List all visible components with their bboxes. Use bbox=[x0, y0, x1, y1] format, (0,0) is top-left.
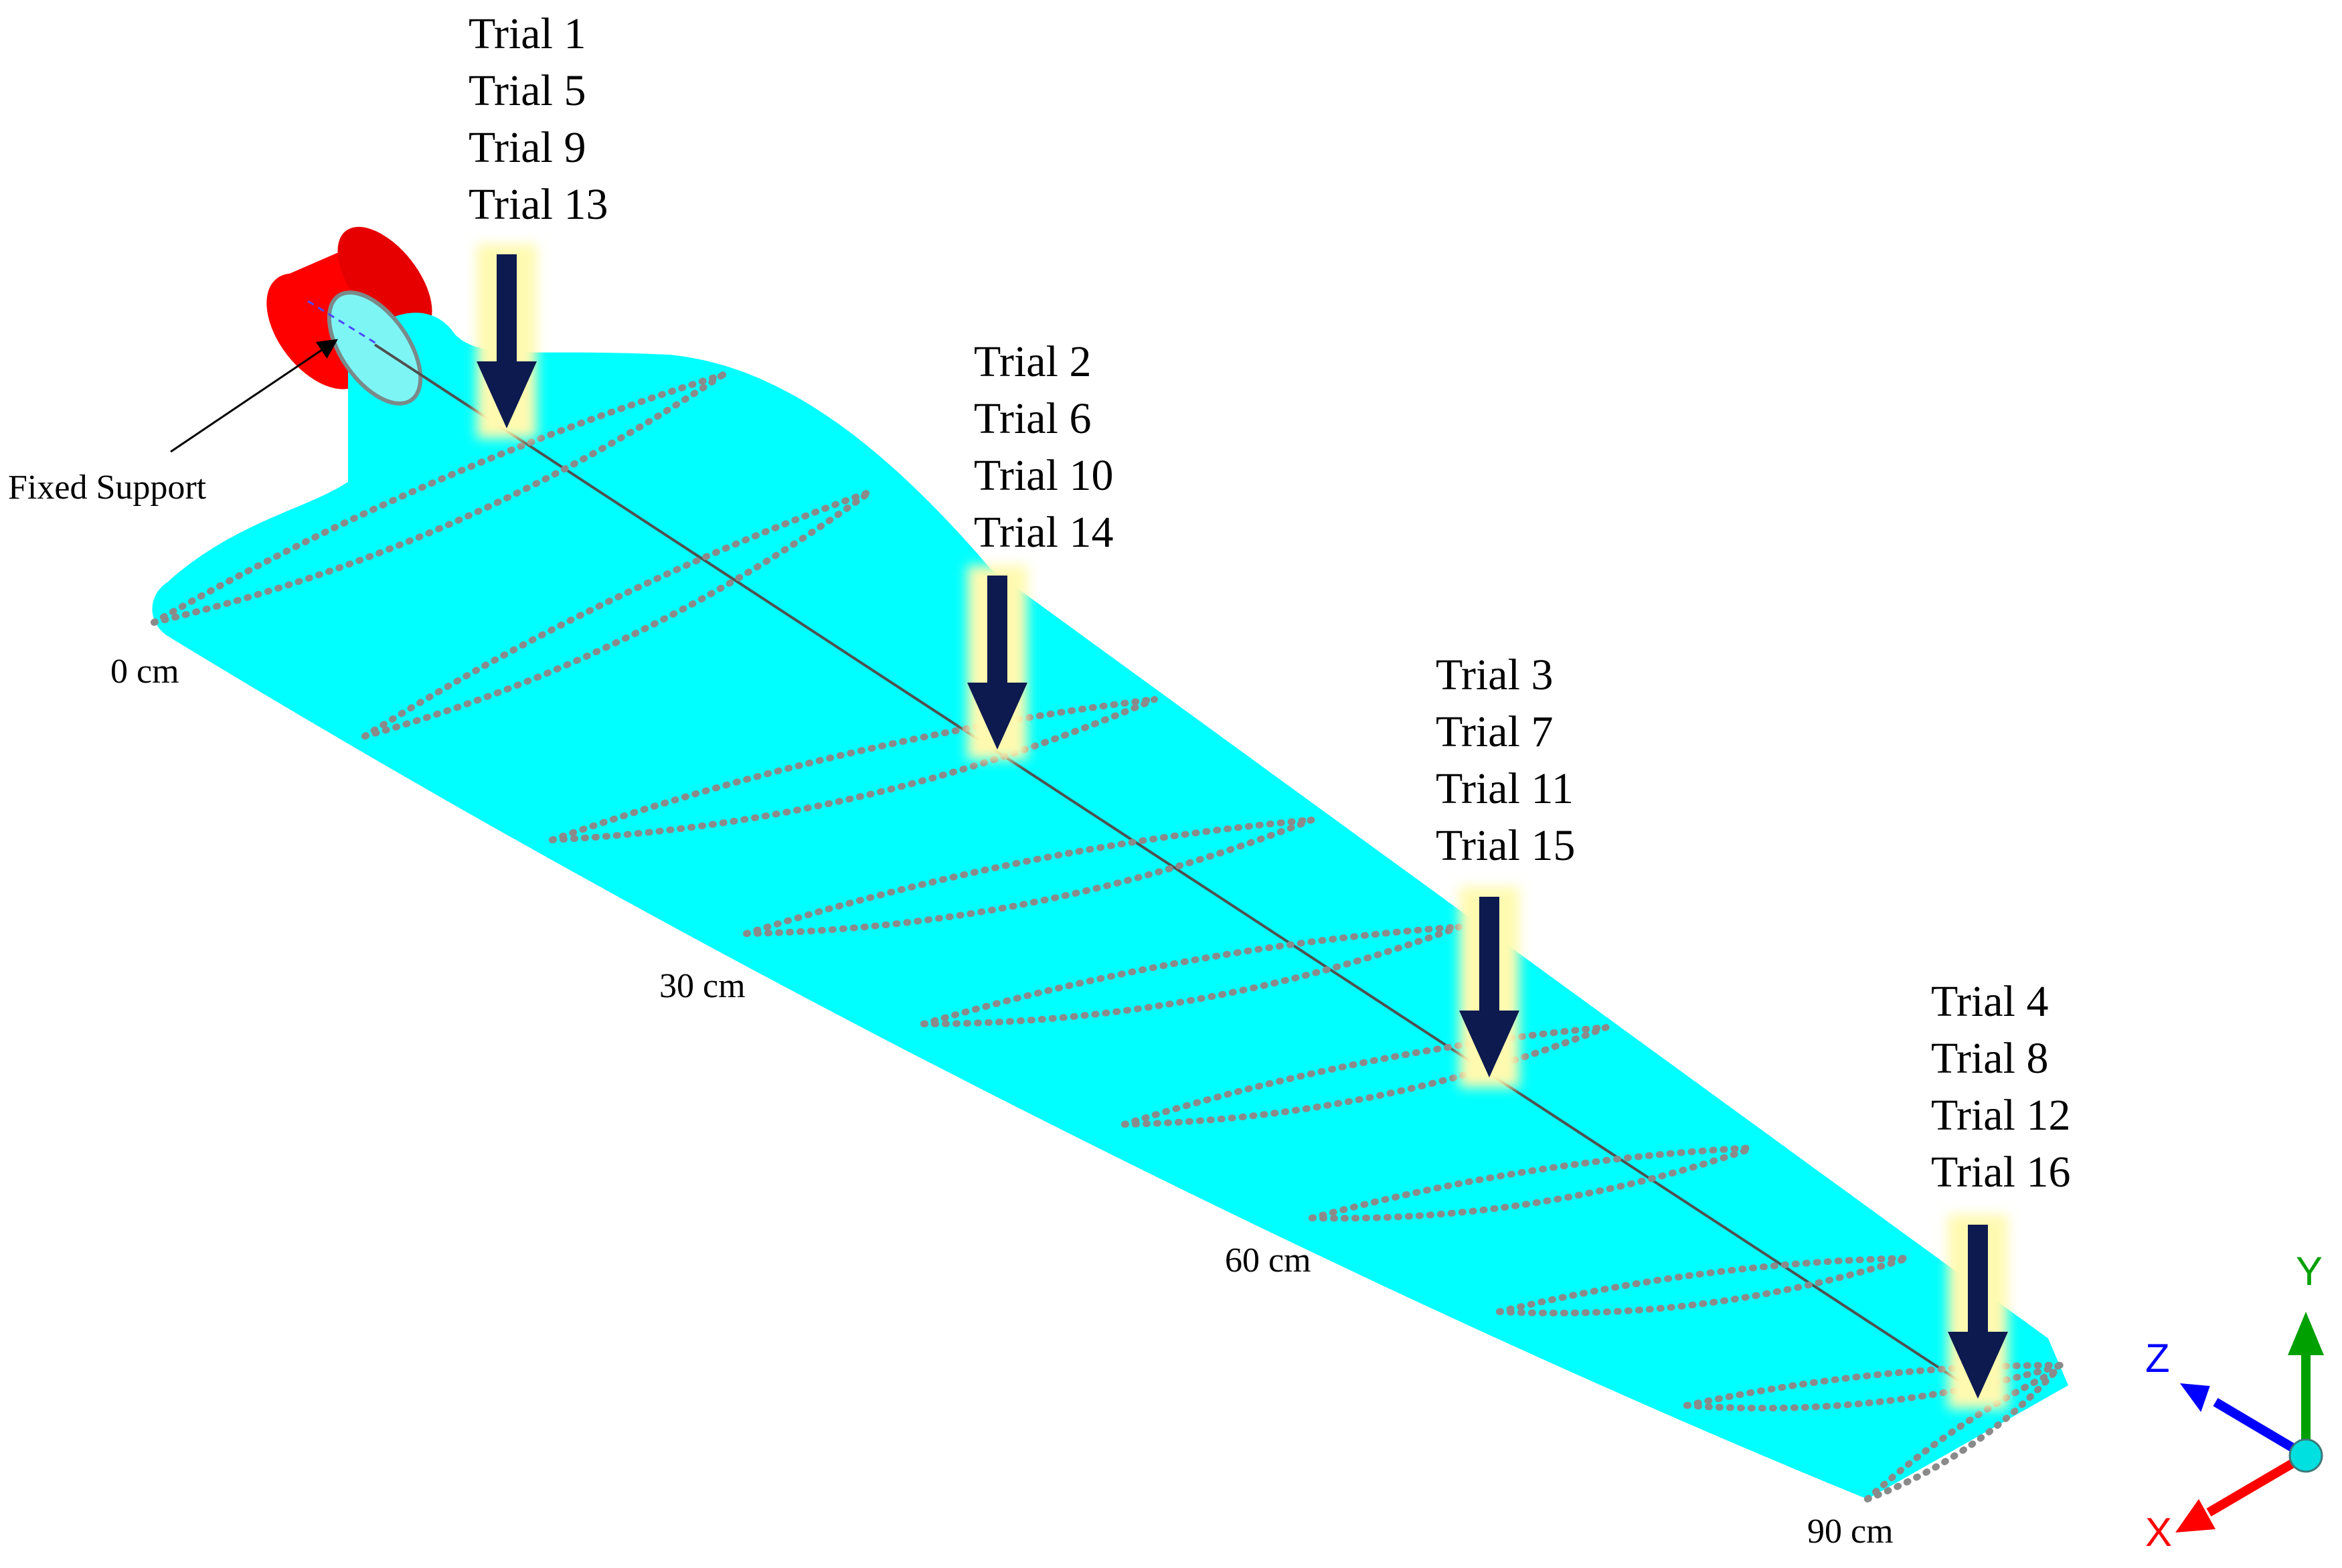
load-group-3-labels: Trial 3 Trial 7 Trial 11 Trial 15 bbox=[1436, 650, 1575, 870]
axis-x-label: X bbox=[2145, 1510, 2172, 1555]
load-arrow-shaft bbox=[1968, 1225, 1988, 1335]
load-group-1-labels: Trial 1 Trial 5 Trial 9 Trial 13 bbox=[469, 9, 608, 229]
section-curve-lower bbox=[1864, 1369, 2058, 1502]
section-curve-lower bbox=[151, 371, 726, 626]
load-arrow-head bbox=[1948, 1332, 2008, 1399]
load-arrow-shaft bbox=[987, 576, 1007, 686]
trial-label: Trial 6 bbox=[974, 394, 1091, 443]
trial-label: Trial 1 bbox=[469, 9, 586, 58]
distance-label-30: 30 cm bbox=[659, 967, 746, 1005]
section-curve-upper bbox=[1864, 1369, 2058, 1502]
load-arrows bbox=[477, 244, 2008, 1409]
load-arrow-head bbox=[1459, 1011, 1519, 1077]
section-curve-lower bbox=[1309, 1144, 1757, 1222]
section-curve-lower bbox=[1121, 1024, 1610, 1128]
section-curve-lower bbox=[1496, 1255, 1911, 1316]
trial-label: Trial 9 bbox=[469, 123, 586, 172]
axis-y-label: Y bbox=[2296, 1249, 2323, 1294]
trial-label: Trial 2 bbox=[974, 337, 1091, 386]
load-arrow-shaft bbox=[1479, 897, 1499, 1014]
support-leader-line bbox=[170, 339, 338, 453]
section-curve-upper bbox=[743, 816, 1315, 937]
section-curve-upper bbox=[549, 696, 1158, 843]
trial-label: Trial 14 bbox=[974, 508, 1113, 557]
root-hub bbox=[327, 290, 423, 406]
axis-triad: Y Z X bbox=[2145, 1249, 2324, 1555]
blade-body bbox=[152, 313, 2068, 1499]
trial-label: Trial 4 bbox=[1931, 977, 2048, 1026]
trial-label: Trial 3 bbox=[1436, 650, 1553, 699]
hub-axis-dash bbox=[307, 300, 379, 346]
trial-label: Trial 10 bbox=[974, 451, 1113, 500]
section-curve-upper bbox=[1683, 1361, 2065, 1409]
distance-label-90: 90 cm bbox=[1807, 1512, 1894, 1551]
axis-z-label: Z bbox=[2145, 1336, 2170, 1381]
section-curve-lower bbox=[743, 816, 1315, 937]
airfoil-section-curves bbox=[151, 371, 2065, 1502]
trial-label: Trial 12 bbox=[1931, 1091, 2070, 1140]
section-curve-lower bbox=[549, 696, 1158, 843]
load-arrow-shaft bbox=[497, 254, 517, 365]
load-group-4-labels: Trial 4 Trial 8 Trial 12 Trial 16 bbox=[1931, 977, 2070, 1197]
trial-label: Trial 8 bbox=[1931, 1034, 2048, 1083]
section-curve-lower bbox=[361, 489, 873, 739]
trial-label: Trial 15 bbox=[1436, 821, 1575, 870]
trial-label: Trial 7 bbox=[1436, 707, 1553, 756]
section-curve-upper bbox=[151, 371, 726, 626]
section-curve-upper bbox=[1121, 1024, 1610, 1128]
trial-label: Trial 13 bbox=[469, 180, 608, 229]
section-curve-upper bbox=[920, 924, 1462, 1027]
trial-label: Trial 5 bbox=[469, 66, 586, 115]
pitch-axis-line bbox=[373, 343, 1983, 1397]
section-curve-upper bbox=[1309, 1144, 1757, 1221]
load-arrow-head bbox=[477, 361, 537, 428]
distance-label-60: 60 cm bbox=[1225, 1241, 1311, 1280]
load-group-2-labels: Trial 2 Trial 6 Trial 10 Trial 14 bbox=[974, 337, 1113, 557]
section-curve-upper bbox=[1496, 1255, 1911, 1315]
section-curve-lower bbox=[1683, 1362, 2065, 1412]
distance-label-0: 0 cm bbox=[110, 652, 179, 691]
trial-label: Trial 11 bbox=[1436, 764, 1574, 813]
trial-label: Trial 16 bbox=[1931, 1148, 2070, 1197]
fixed-support-label: Fixed Support bbox=[8, 468, 207, 507]
load-arrow-head bbox=[967, 683, 1027, 750]
section-curve-lower bbox=[920, 924, 1462, 1027]
section-curve-upper bbox=[361, 489, 873, 739]
